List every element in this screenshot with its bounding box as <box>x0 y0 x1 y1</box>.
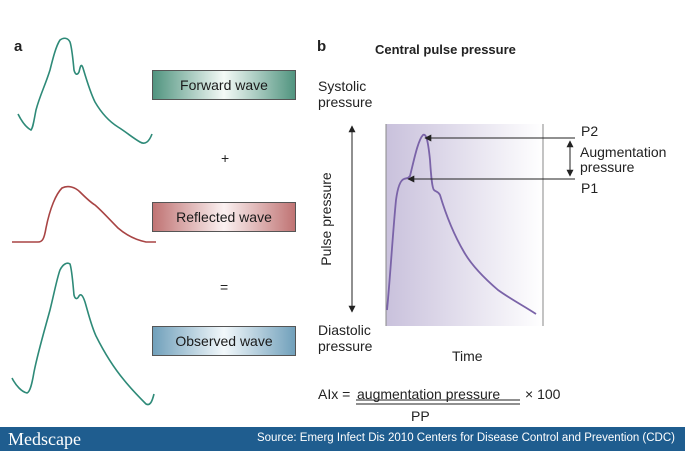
forward-wave-box: Forward wave <box>152 70 296 100</box>
systolic-line-2: pressure <box>318 94 373 110</box>
augmentation-line-2: pressure <box>580 159 635 175</box>
x-axis-label: Time <box>452 348 483 364</box>
equals-sign: = <box>220 279 229 295</box>
medscape-logo: Medscape <box>8 429 81 449</box>
reflected-wave-curve <box>12 185 156 243</box>
observed-wave-box: Observed wave <box>152 326 296 356</box>
reflected-wave-label: Reflected wave <box>176 209 272 225</box>
observed-wave-box-fill <box>152 326 296 356</box>
plus-sign: + <box>221 150 230 166</box>
forward-wave-box-fill <box>152 70 296 100</box>
source-text: Source: Emerg Infect Dis 2010 Centers fo… <box>256 432 675 444</box>
diastolic-label: Diastolic pressure <box>318 322 372 354</box>
diastolic-line-1: Diastolic <box>318 322 371 338</box>
augmentation-label: Augmentation pressure <box>580 145 666 175</box>
panel-b-title: Central pulse pressure <box>375 42 516 57</box>
forward-wave-label: Forward wave <box>180 77 268 93</box>
p1-label: P1 <box>581 180 599 196</box>
formula-denominator: PP <box>411 408 430 424</box>
p2-label: P2 <box>581 123 599 139</box>
observed-wave-curve <box>11 262 155 406</box>
reflected-wave-box-fill <box>152 202 296 232</box>
panel-b-label: b <box>317 38 327 55</box>
formula-numerator: augmentation pressure <box>357 386 501 402</box>
central-pressure-curve <box>386 133 537 315</box>
diastolic-line-2: pressure <box>318 338 373 354</box>
panel-a-label: a <box>14 38 23 55</box>
observed-wave-label: Observed wave <box>175 333 273 349</box>
systolic-line-1: Systolic <box>318 78 367 94</box>
reflected-wave-box: Reflected wave <box>152 202 296 232</box>
plot-area <box>386 124 543 326</box>
formula-times: × 100 <box>525 386 561 402</box>
systolic-label: Systolic pressure <box>318 78 372 110</box>
y-axis-label: Pulse pressure <box>318 172 334 266</box>
augmentation-line-1: Augmentation <box>580 144 667 160</box>
forward-wave-curve <box>17 37 153 144</box>
footer-bar: Medscape Source: Emerg Infect Dis 2010 C… <box>0 427 685 451</box>
formula-lhs: AIx = <box>318 386 351 402</box>
